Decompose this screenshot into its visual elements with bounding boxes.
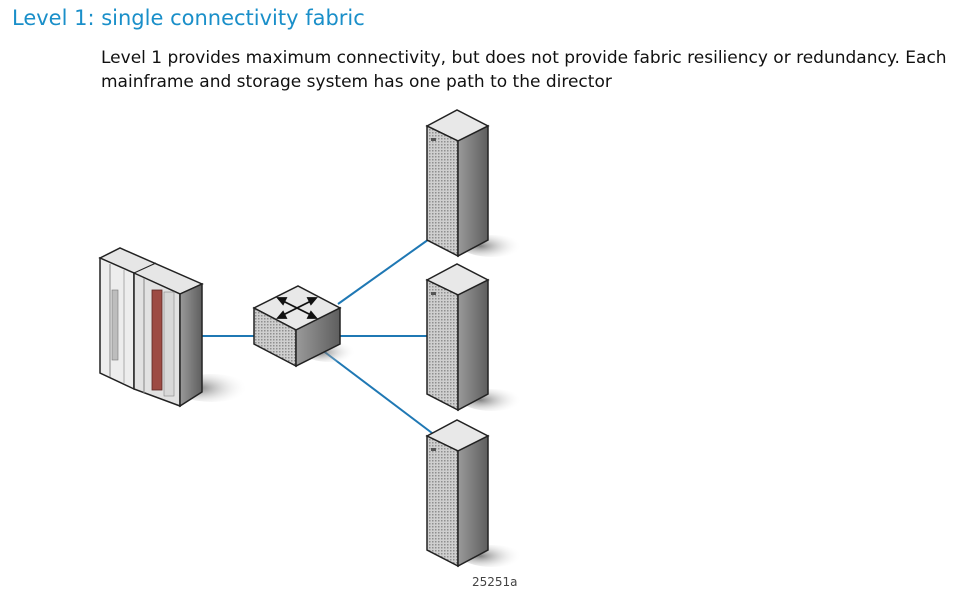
- link-director-storage-1: [338, 237, 432, 304]
- link-director-storage-3: [322, 350, 432, 433]
- connectivity-diagram: [0, 100, 972, 570]
- mainframe-server-icon: [100, 248, 248, 406]
- storage-array-icon: [427, 264, 522, 411]
- section-title: Level 1: single connectivity fabric: [12, 6, 365, 30]
- figure-id: 25251a: [472, 575, 518, 589]
- section-description: Level 1 provides maximum connectivity, b…: [101, 46, 951, 94]
- fibre-channel-director-icon: [254, 286, 356, 366]
- storage-array-icon: [427, 420, 522, 567]
- storage-array-icon: [427, 110, 522, 257]
